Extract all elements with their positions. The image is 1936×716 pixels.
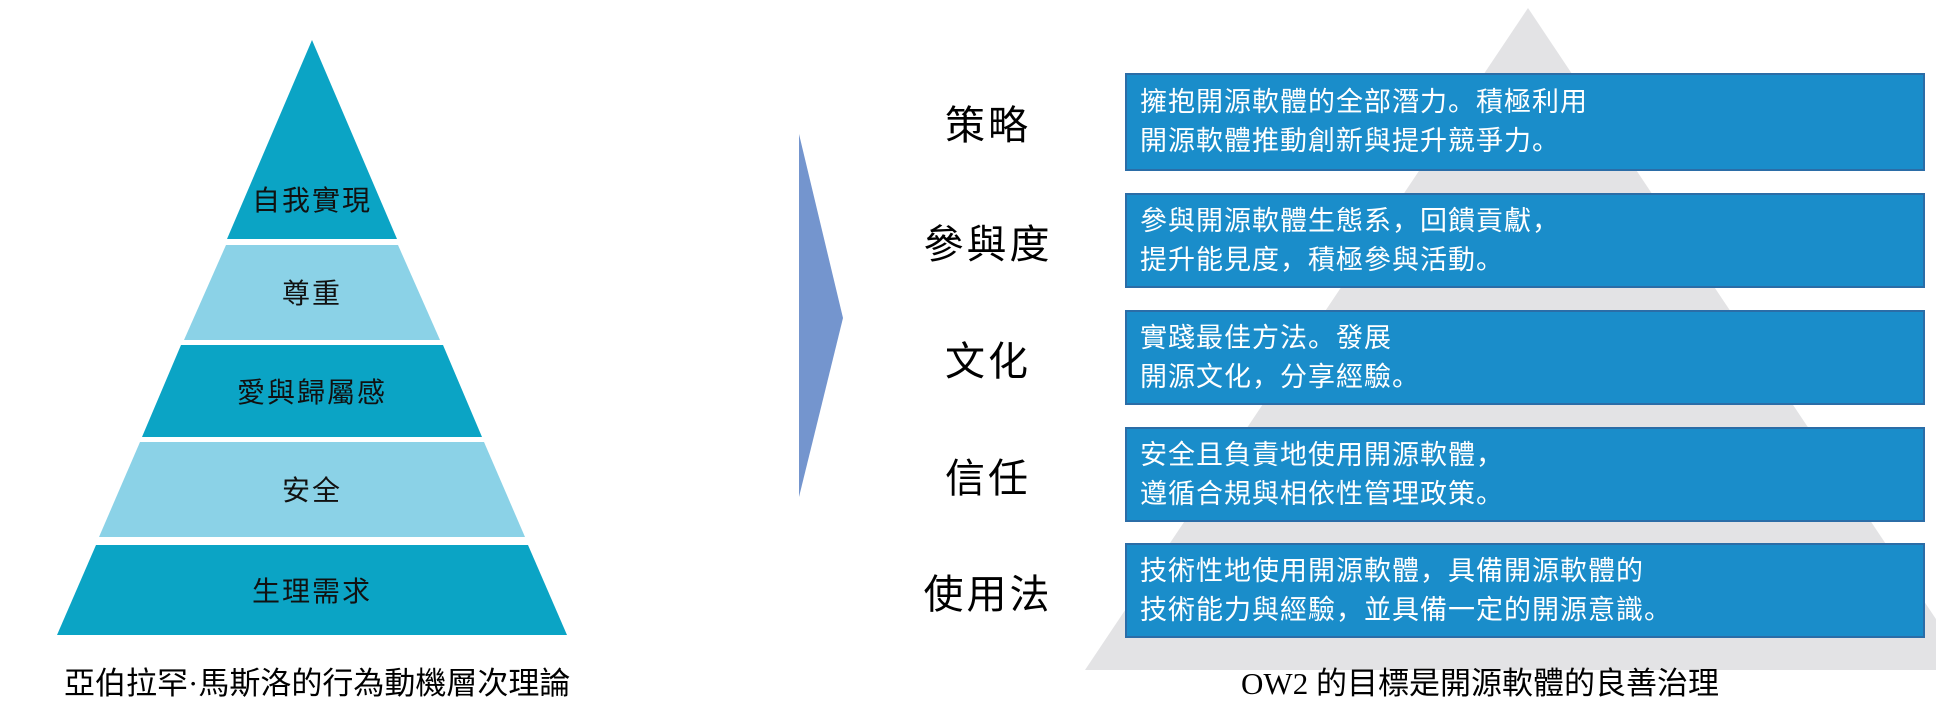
bar-engagement: 參與開源軟體生態系，回饋貢獻， 提升能見度，積極參與活動。 (1125, 193, 1925, 288)
arrow-right-icon (799, 134, 843, 497)
pyramid-level-1-shape (227, 40, 397, 239)
pyramid-level-2-label: 尊重 (281, 279, 342, 310)
pyramid-level-5-shape (57, 545, 567, 635)
left-pyramid-caption: 亞伯拉罕·馬斯洛的行為動機層次理論 (64, 666, 571, 701)
pyramid-level-4-shape (99, 442, 525, 537)
pyramid-level-4-label: 安全 (281, 476, 342, 507)
bar-usage-line-2: 技術能力與經驗，並具備一定的開源意識。 (1140, 594, 1672, 625)
bar-engagement-line-1: 參與開源軟體生態系，回饋貢獻， (1140, 205, 1560, 236)
bar-trust: 安全且負責地使用開源軟體， 遵循合規與相依性管理政策。 (1125, 427, 1925, 522)
bar-usage-line-1: 技術性地使用開源軟體，具備開源軟體的 (1140, 555, 1644, 586)
bar-culture-line-2: 開源文化，分享經驗。 (1140, 361, 1420, 392)
bar-culture: 實踐最佳方法。發展 開源文化，分享經驗。 (1125, 310, 1925, 405)
row-label-trust: 信任 (945, 455, 1031, 501)
bar-trust-line-1: 安全且負責地使用開源軟體， (1140, 439, 1504, 470)
pyramid-level-1-label: 自我實現 (251, 186, 372, 217)
bar-strategy: 擁抱開源軟體的全部潛力。積極利用 開源軟體推動創新與提升競爭力。 (1125, 73, 1925, 171)
pyramid-level-3-shape (142, 345, 482, 437)
row-label-engagement: 參與度 (923, 221, 1053, 267)
bar-usage: 技術性地使用開源軟體，具備開源軟體的 技術能力與經驗，並具備一定的開源意識。 (1125, 543, 1925, 638)
pyramid-level-2-shape (184, 245, 440, 340)
bar-culture-line-1: 實踐最佳方法。發展 (1140, 322, 1392, 353)
row-label-culture: 文化 (945, 338, 1031, 384)
row-label-usage: 使用法 (923, 571, 1053, 617)
bar-trust-line-2: 遵循合規與相依性管理政策。 (1140, 478, 1504, 509)
bar-strategy-line-1: 擁抱開源軟體的全部潛力。積極利用 (1140, 87, 1588, 117)
row-label-strategy: 策略 (945, 103, 1031, 148)
bar-strategy-line-2: 開源軟體推動創新與提升競爭力。 (1140, 126, 1560, 156)
right-panel-caption: OW2 的目標是開源軟體的良善治理 (1241, 666, 1719, 701)
pyramid-level-3-label: 愛與歸屬感 (236, 378, 387, 409)
pyramid-level-5-label: 生理需求 (251, 577, 372, 608)
bar-engagement-line-2: 提升能見度，積極參與活動。 (1140, 244, 1504, 275)
